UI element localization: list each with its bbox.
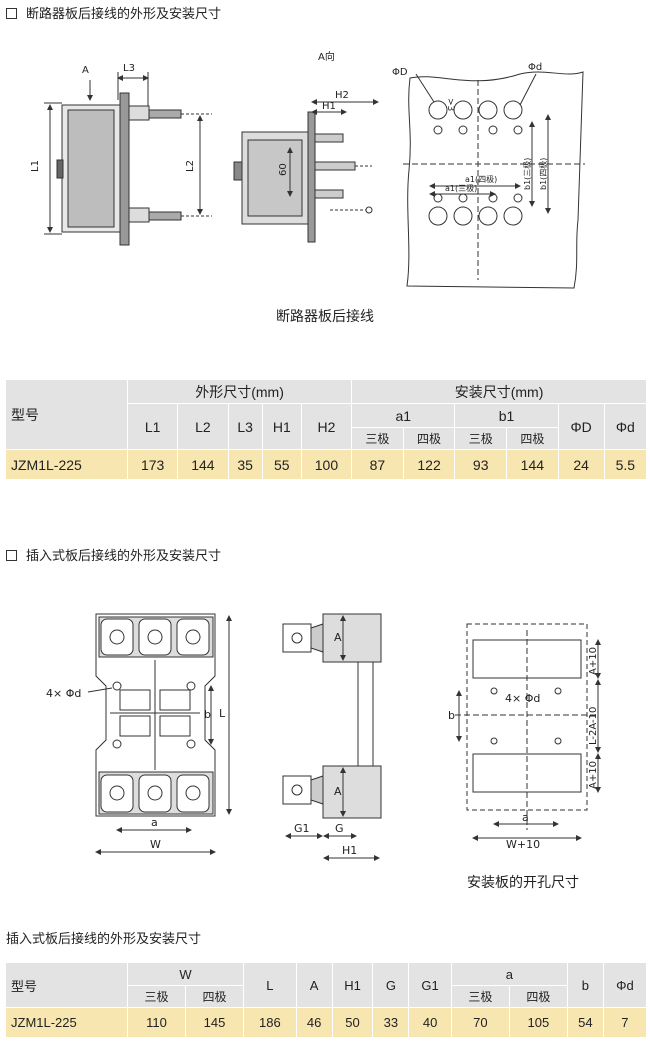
cell-W-four: 145	[185, 1007, 245, 1038]
install-size-group-header: 安装尺寸(mm)	[351, 379, 647, 404]
cell-b: 54	[566, 1007, 604, 1038]
col-header-a: a	[450, 962, 568, 986]
cell-a1-three: 87	[351, 449, 404, 480]
label-60: 60	[278, 163, 289, 176]
label-hole-count: 4× Φd	[46, 687, 81, 700]
label-W10: W+10	[506, 838, 540, 851]
label-a1-four: a1(四极)	[465, 174, 497, 184]
cell-model: JZM1L-225	[5, 1007, 128, 1038]
label-b: b	[204, 708, 211, 721]
plug-in-back-wiring-drawing: 4× Φd b L a W A A G1 G H1 4× Φd b a W+10…	[46, 613, 601, 861]
label-A-bottom: A	[334, 785, 342, 798]
model-header: 型号	[5, 962, 128, 1008]
label-A: A	[82, 65, 89, 76]
col-header-A: A	[295, 962, 333, 1008]
outer-size-group-header: 外形尺寸(mm)	[126, 379, 353, 404]
label-b-plate: b	[448, 709, 455, 722]
cell-H1: 50	[331, 1007, 374, 1038]
col-header-b1: b1	[454, 403, 559, 428]
table-row: JZM1L-225 110 145 186 46 50 33 40 70 105…	[5, 1007, 648, 1038]
label-ge3: >3	[445, 98, 455, 111]
cell-phid: 7	[602, 1007, 648, 1038]
cell-L: 186	[243, 1007, 297, 1038]
cell-L1: 173	[126, 449, 179, 480]
cell-A: 46	[295, 1007, 333, 1038]
model-header: 型号	[5, 379, 128, 450]
cell-a1-four: 122	[402, 449, 456, 480]
col-header-b: b	[566, 962, 604, 1008]
spec-table-2: 型号 W L A H1 G G1 a b Φd 三极 四极 三极 四极 JZM1…	[5, 962, 648, 1038]
label-H1: H1	[322, 101, 336, 112]
section1-caption: 断路器板后接线	[276, 309, 374, 325]
label-A-direction: A向	[318, 50, 335, 63]
checkbox-bullet-icon	[6, 8, 17, 19]
col-header-phid: Φd	[602, 962, 648, 1008]
col-header-H1: H1	[261, 403, 302, 450]
col-header-W-four: 四极	[185, 985, 245, 1008]
section2-title: 插入式板后接线的外形及安装尺寸	[6, 545, 221, 564]
col-header-phid: Φd	[603, 403, 648, 450]
label-L3: L3	[123, 63, 135, 74]
label-H1: H1	[342, 844, 357, 857]
cell-a-three: 70	[450, 1007, 510, 1038]
col-header-W: W	[126, 962, 245, 986]
label-G1: G1	[294, 822, 310, 835]
col-header-L3: L3	[227, 403, 263, 450]
label-A10-top: A+10	[588, 647, 599, 675]
label-W: W	[150, 838, 161, 851]
col-header-a1-three: 三极	[351, 427, 404, 450]
checkbox-bullet-icon	[6, 550, 17, 561]
label-a: a	[151, 816, 158, 829]
label-phid: Φd	[528, 62, 542, 73]
table-row: JZM1L-225 173 144 35 55 100 87 122 93 14…	[5, 449, 648, 480]
label-L2A10: L-2A-10	[588, 707, 599, 745]
cell-phiD: 24	[557, 449, 605, 480]
col-header-b1-four: 四极	[506, 427, 559, 450]
col-header-a-three: 三极	[450, 985, 510, 1008]
col-header-G1: G1	[408, 962, 452, 1008]
col-header-G: G	[372, 962, 410, 1008]
cell-H2: 100	[300, 449, 353, 480]
label-L2: L2	[185, 160, 196, 172]
cell-G: 33	[372, 1007, 410, 1038]
col-header-H2: H2	[300, 403, 353, 450]
cell-L2: 144	[177, 449, 229, 480]
cell-b1-three: 93	[454, 449, 508, 480]
section3-title: 插入式板后接线的外形及安装尺寸	[6, 932, 202, 947]
col-header-b1-three: 三极	[454, 427, 508, 450]
label-a-plate: a	[522, 811, 529, 824]
label-b1-three: b1(三极)	[522, 158, 532, 190]
label-hole-count-plate: 4× Φd	[505, 692, 540, 705]
label-a1-three: a1(三极)	[445, 183, 477, 193]
cell-G1: 40	[408, 1007, 452, 1038]
section1-title: 断路器板后接线的外形及安装尺寸	[6, 3, 221, 22]
col-header-L1: L1	[126, 403, 179, 450]
label-L1: L1	[30, 160, 41, 172]
cell-b1-four: 144	[506, 449, 559, 480]
col-header-H1: H1	[331, 962, 374, 1008]
spec-table-1: 型号 外形尺寸(mm) 安装尺寸(mm) L1 L2 L3 H1 H2 a1 b…	[5, 379, 648, 480]
cell-phid: 5.5	[603, 449, 648, 480]
label-G: G	[335, 822, 344, 835]
cell-model: JZM1L-225	[5, 449, 128, 480]
col-header-W-three: 三极	[126, 985, 187, 1008]
col-header-L: L	[243, 962, 297, 1008]
cell-W-three: 110	[126, 1007, 187, 1038]
cell-L3: 35	[227, 449, 263, 480]
col-header-a1: a1	[351, 403, 456, 428]
label-A-top: A	[334, 631, 342, 644]
label-b1-four: b1(四极)	[538, 158, 548, 190]
label-L: L	[219, 707, 226, 720]
col-header-phiD: ΦD	[557, 403, 605, 450]
section2-caption: 安装板的开孔尺寸	[467, 875, 579, 891]
breaker-back-wiring-drawing: A L3 L1 L2 A向 H2 H1 60 ΦD Φd >3 a1(四极) a…	[30, 50, 585, 289]
label-phiD: ΦD	[392, 67, 408, 78]
cell-H1: 55	[261, 449, 302, 480]
label-H2: H2	[335, 90, 349, 101]
col-header-L2: L2	[177, 403, 229, 450]
cell-a-four: 105	[508, 1007, 568, 1038]
col-header-a-four: 四极	[508, 985, 568, 1008]
col-header-a1-four: 四极	[402, 427, 456, 450]
label-A10-bottom: A+10	[588, 761, 599, 789]
